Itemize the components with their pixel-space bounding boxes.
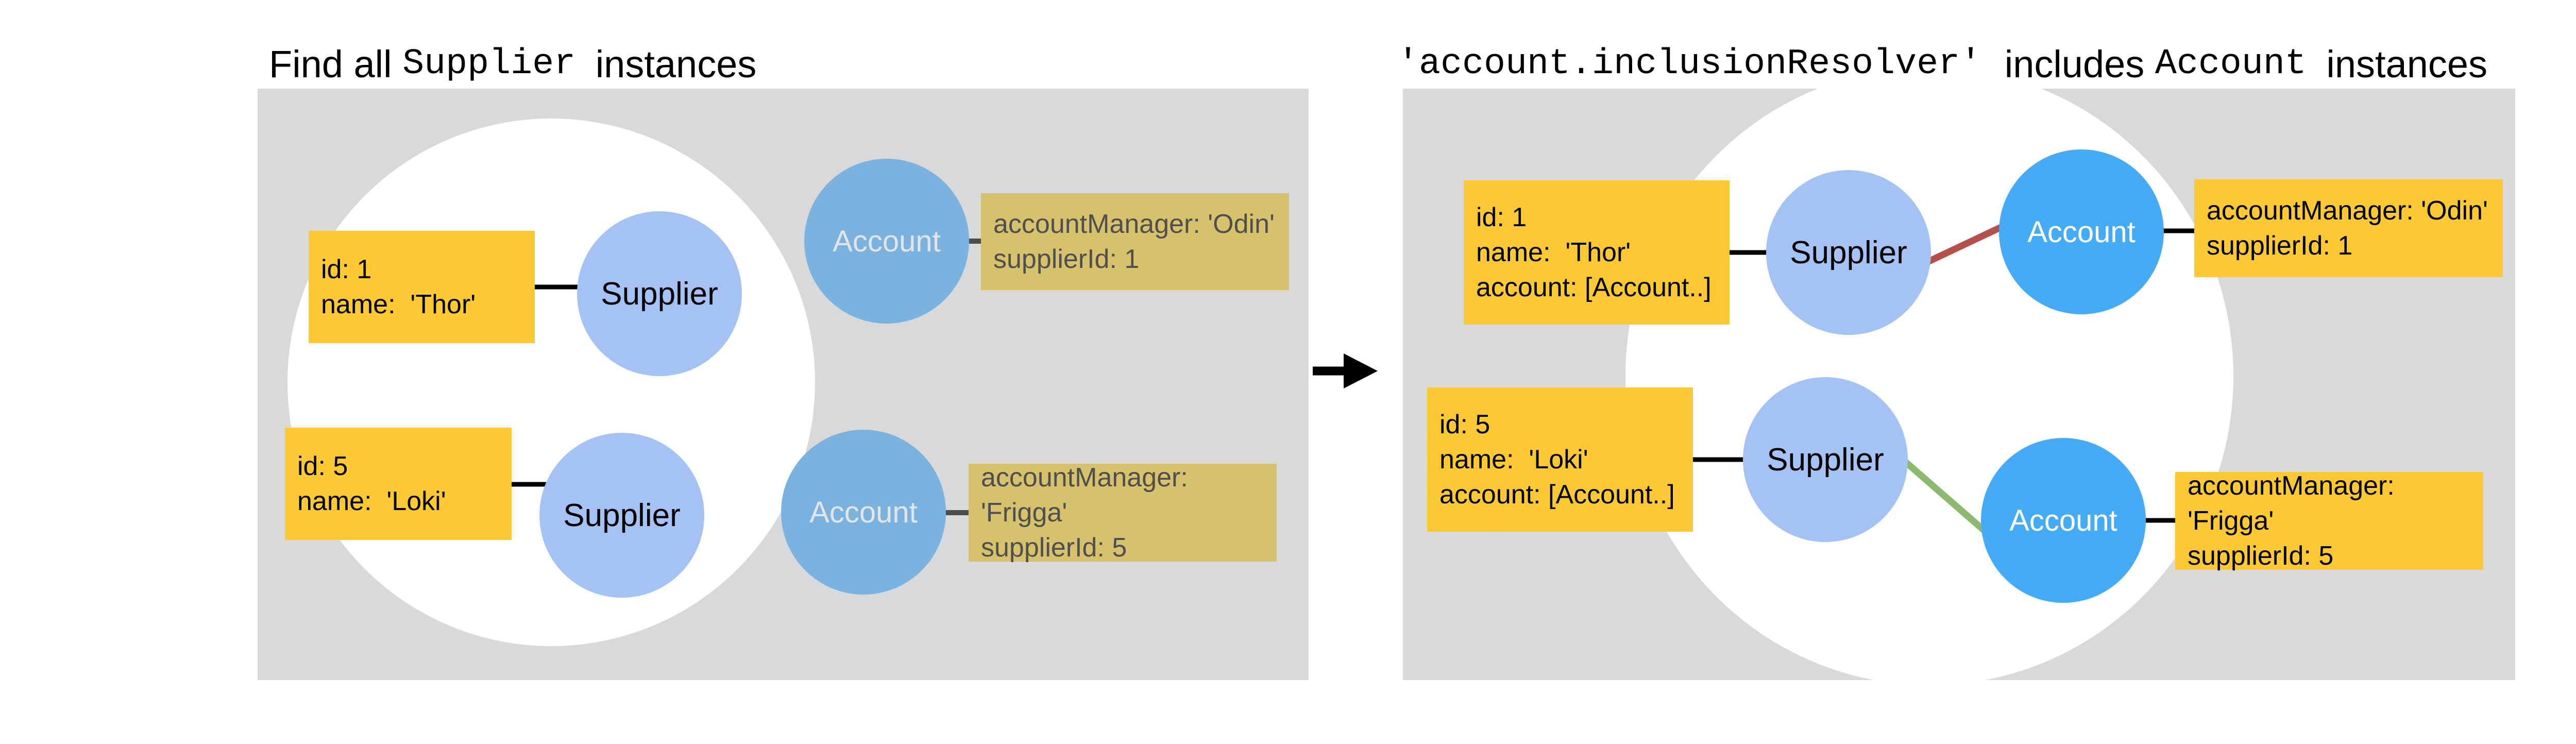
account-odin-properties-right: accountManager: 'Odin' supplierId: 1 (2194, 179, 2503, 277)
left-title-pre: Find all (269, 42, 403, 86)
account-odin-properties-left: accountManager: 'Odin' supplierId: 1 (981, 193, 1289, 290)
right-title-code-account: Account (2155, 43, 2307, 84)
left-title-code-supplier: Supplier (402, 43, 576, 84)
left-result-panel (258, 89, 1309, 680)
account-frigga-properties-right: accountManager: 'Frigga' supplierId: 5 (2175, 471, 2483, 571)
supplier-thor-properties: id: 1 name: 'Thor' (309, 231, 535, 343)
account-node-odin-right: Account (1999, 149, 2164, 314)
supplier-loki-properties-right: id: 5 name: 'Loki' account: [Account..] (1427, 387, 1693, 532)
supplier-loki-properties: id: 5 name: 'Loki' (285, 428, 512, 540)
right-title-mid: includes (1994, 42, 2155, 86)
supplier-thor-properties-right: id: 1 name: 'Thor' account: [Account..] (1464, 180, 1730, 325)
account-frigga-properties-left: accountManager: 'Frigga' supplierId: 5 (969, 463, 1277, 563)
account-node-odin-left: Account (804, 159, 969, 324)
flow-arrow-head (1344, 353, 1378, 388)
right-result-panel (1403, 89, 2515, 680)
right-title-post: instances (2315, 42, 2488, 86)
supplier-node-loki-left: Supplier (539, 433, 704, 598)
supplier-node-loki-right: Supplier (1743, 377, 1908, 542)
left-scope-ellipse (287, 119, 815, 646)
right-title-code-resolver: 'account.inclusionResolver' (1397, 43, 1982, 84)
left-title-post: instances (585, 42, 757, 86)
account-node-frigga-left: Account (781, 430, 946, 595)
supplier-node-thor-left: Supplier (577, 211, 742, 376)
right-panel-title: 'account.inclusionResolver' includes Acc… (1397, 40, 2487, 88)
left-panel-title: Find all Supplier instances (269, 40, 756, 88)
account-node-frigga-right: Account (1981, 438, 2146, 603)
supplier-node-thor-right: Supplier (1766, 170, 1931, 335)
